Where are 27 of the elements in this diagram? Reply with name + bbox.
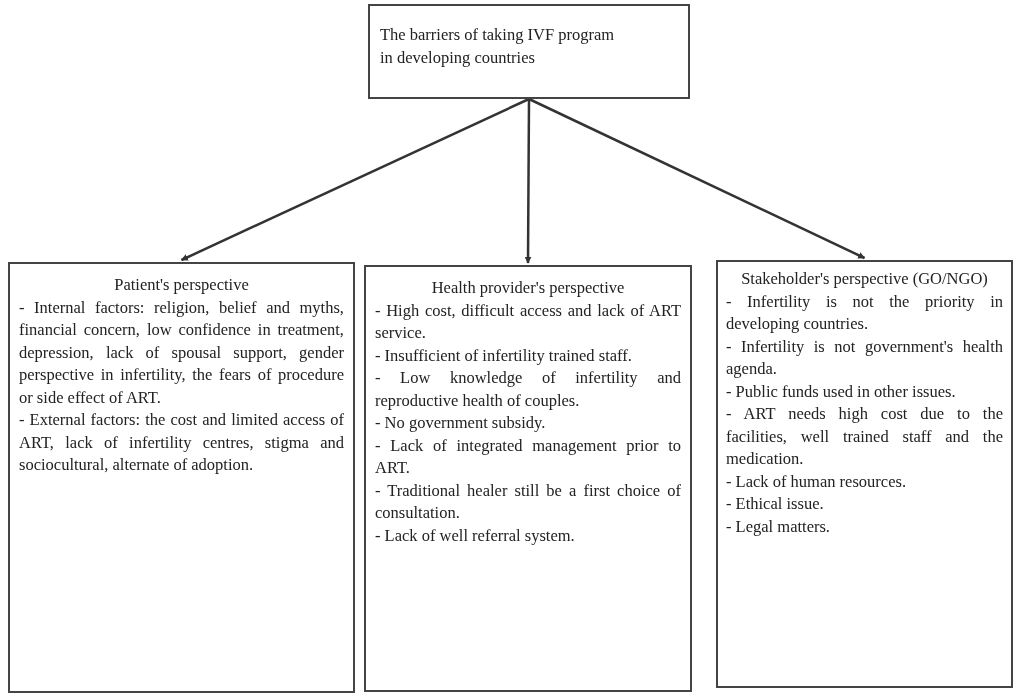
bullet-text: - Lack of well referral system. [375,524,576,547]
bullet-text: - Lack of integrated management prior to ART. [375,434,681,479]
bullet-text: - No government subsidy. [375,412,547,434]
node-text: The barriers of taking IVF program in developing countries [380,24,616,69]
perspective-box [716,260,1013,688]
bullet-text: - Infertility is not the priority in developing countries. [726,290,1003,335]
box-heading: Health provider's perspective [430,277,626,299]
bullet-text: - Legal matters. [726,515,831,538]
bullet-text: - Public funds used in other issues. [726,380,957,403]
bullet-text: - ART needs high cost due to the facilities, well trained staff and the medication. [726,403,1003,470]
bullet-text: - External factors: the cost and limited access of ART, lack of infertility centres, stigma and sociocultural, alternate of adoption. [19,409,344,476]
arrow [180,97,530,262]
bullet-text: - Lack of human resources. [726,470,908,493]
bullet-text: - Infertility is not government's health agenda. [726,335,1003,380]
bullet-text: - Ethical issue. [726,493,825,515]
title-box [368,4,690,99]
box-heading: Patient's perspective [113,274,250,296]
box-heading: Stakeholder's perspective (GO/NGO) [740,268,989,290]
arrow [524,99,532,264]
bullet-text: - Internal factors: religion, belief and myths, financial concern, low confidence in treatment, depression, lack of spousal support, gender perspective in infertility, the fears of procedure or side effect of ART. [19,296,344,409]
perspective-box [8,262,355,693]
bullet-text: - Insufficient of infertility trained staff. [375,344,633,367]
perspective-box [364,265,692,692]
arrow [528,97,866,260]
bullet-text: - Low knowledge of infertility and reproductive health of couples. [375,367,681,412]
bullet-text: - High cost, difficult access and lack of ART service. [375,299,681,344]
bullet-text: - Traditional healer still be a first choice of consultation. [375,479,681,524]
